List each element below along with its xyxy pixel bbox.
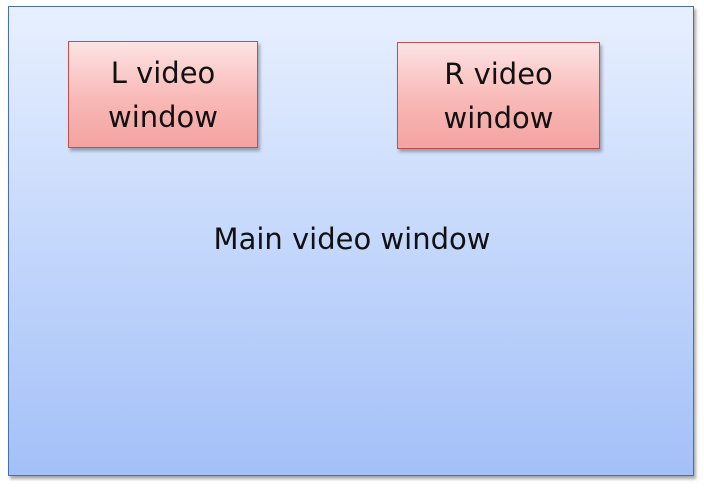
right-video-window: R video window: [397, 42, 600, 149]
right-video-window-label: R video window: [443, 56, 554, 135]
left-video-window: L video window: [68, 41, 258, 148]
main-video-window-label: Main video window: [213, 222, 491, 256]
left-video-window-label: L video window: [107, 55, 219, 134]
